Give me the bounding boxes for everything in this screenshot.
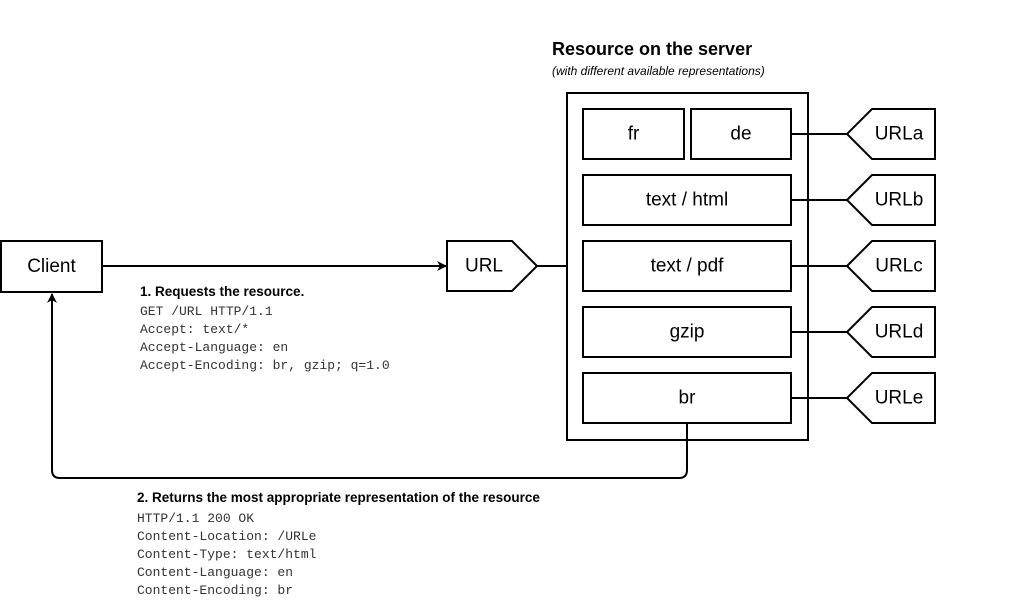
- url-node-label: URL: [465, 256, 503, 277]
- representation-gzip-label: gzip: [670, 322, 705, 343]
- url-tag-c-label: URLc: [875, 256, 923, 277]
- server-title: Resource on the server: [552, 39, 752, 59]
- client-label: Client: [27, 256, 76, 277]
- representation-text-html: text / html: [582, 174, 792, 226]
- representation-de-label: de: [730, 124, 751, 145]
- response-arrow: [47, 293, 688, 479]
- representation-text-pdf: text / pdf: [582, 240, 792, 292]
- request-line: GET /URL HTTP/1.1: [140, 304, 273, 319]
- request-line: Accept: text/*: [140, 322, 249, 337]
- representation-fr-label: fr: [628, 124, 640, 145]
- url-tag-e: URLe: [845, 372, 936, 424]
- response-line: Content-Location: /URLe: [137, 529, 316, 544]
- url-tag-a: URLa: [845, 108, 936, 160]
- url-node: URL: [446, 240, 539, 292]
- response-title: 2. Returns the most appropriate represen…: [137, 490, 540, 505]
- url-tag-a-label: URLa: [875, 124, 924, 145]
- response-line: HTTP/1.1 200 OK: [137, 511, 254, 526]
- representation-text-pdf-label: text / pdf: [651, 256, 725, 277]
- url-tag-d-label: URLd: [875, 322, 924, 343]
- response-annotation: 2. Returns the most appropriate represen…: [137, 490, 540, 598]
- request-line: Accept-Language: en: [140, 340, 288, 355]
- representation-fr: fr: [582, 108, 685, 160]
- representation-text-html-label: text / html: [646, 190, 728, 211]
- response-line: Content-Encoding: br: [137, 583, 293, 598]
- url-tag-d: URLd: [845, 306, 936, 358]
- representation-br: br: [582, 372, 792, 424]
- representation-de: de: [690, 108, 792, 160]
- client-node: Client: [0, 240, 103, 293]
- response-line: Content-Language: en: [137, 565, 293, 580]
- url-tag-e-label: URLe: [875, 388, 924, 409]
- url-tag-b: URLb: [845, 174, 936, 226]
- request-annotation: 1. Requests the resource. GET /URL HTTP/…: [140, 284, 390, 373]
- url-tag-b-label: URLb: [875, 190, 924, 211]
- representation-br-label: br: [679, 388, 697, 409]
- response-line: Content-Type: text/html: [137, 547, 317, 562]
- server-subtitle: (with different available representation…: [552, 64, 765, 78]
- request-line: Accept-Encoding: br, gzip; q=1.0: [140, 358, 390, 373]
- url-tag-c: URLc: [845, 240, 936, 292]
- request-title: 1. Requests the resource.: [140, 284, 304, 299]
- representation-gzip: gzip: [582, 306, 792, 358]
